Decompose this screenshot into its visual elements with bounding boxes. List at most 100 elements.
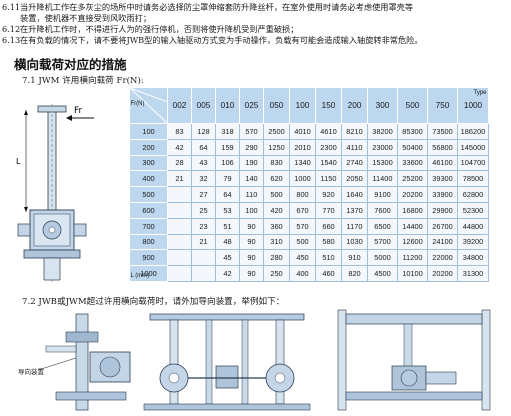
load-value-cell: 52300 xyxy=(457,201,489,219)
load-value-cell: 42 xyxy=(167,138,192,156)
type-header: 200 xyxy=(341,87,368,124)
type-header: 500 xyxy=(397,87,428,124)
load-value-cell: 90 xyxy=(239,249,264,267)
allowable-lateral-load-table: Type Fr(N) L (mm) 002 005 010 025 050 10… xyxy=(129,87,489,282)
load-value-cell xyxy=(167,249,192,267)
force-label: Fr xyxy=(74,106,83,116)
load-value-cell: 23 xyxy=(191,217,216,235)
load-value-cell: 140 xyxy=(239,170,264,188)
load-value-cell: 7600 xyxy=(367,201,398,219)
load-value-cell: 1250 xyxy=(263,138,290,156)
load-value-cell: 15300 xyxy=(367,154,398,172)
load-value-cell: 620 xyxy=(263,170,290,188)
load-value-cell: 145000 xyxy=(457,138,489,156)
load-value-cell: 10100 xyxy=(397,265,428,282)
load-value-cell: 570 xyxy=(239,123,264,140)
load-value-cell: 43 xyxy=(191,154,216,172)
load-value-cell: 44800 xyxy=(457,217,489,235)
load-value-cell: 39300 xyxy=(427,170,458,188)
notes-block: 6.11当升降机工作在多灰尘的场所中时请务必选择防尘罩伸缩套防升降丝杆，在室外使… xyxy=(2,2,509,46)
note-line: 6.13在有负载的情况下，请不要将JWB型的输入轴驱动方式变为手动操作，负载有可… xyxy=(2,35,423,45)
load-value-cell: 4500 xyxy=(367,265,398,282)
load-value-cell: 5700 xyxy=(367,233,398,251)
load-value-cell: 23000 xyxy=(367,138,398,156)
load-value-cell: 25200 xyxy=(397,170,428,188)
length-cell: 900 xyxy=(129,249,168,267)
load-value-cell: 27 xyxy=(191,186,216,203)
guide-example-3-diagram xyxy=(337,309,491,411)
guide-subtitle: 7.2 JWB或JWM超过许用横向载荷时，请外加导向装置，举例如下： xyxy=(22,297,285,307)
length-cell: 300 xyxy=(129,154,168,172)
load-value-cell: 830 xyxy=(263,154,290,172)
load-value-cell xyxy=(167,265,192,282)
load-value-cell: 31300 xyxy=(457,265,489,282)
load-value-cell: 51 xyxy=(215,217,240,235)
section-title: 横向载荷对应的措施 xyxy=(14,57,127,72)
load-value-cell: 16800 xyxy=(397,201,428,219)
load-value-cell: 21 xyxy=(191,233,216,251)
load-value-cell: 48 xyxy=(215,233,240,251)
load-value-cell: 500 xyxy=(263,186,290,203)
load-value-cell xyxy=(167,201,192,219)
table-subtitle: 7.1 JWM 许用横向载荷 Fr(N): xyxy=(22,76,144,86)
length-cell: 400 xyxy=(129,170,168,188)
load-value-cell: 670 xyxy=(289,201,316,219)
load-value-cell xyxy=(167,217,192,235)
type-header: 050 xyxy=(263,87,290,124)
load-value-cell: 2300 xyxy=(315,138,342,156)
load-value-cell xyxy=(191,249,216,267)
load-value-cell: 29900 xyxy=(427,201,458,219)
length-cell: 700 xyxy=(129,217,168,235)
load-value-cell: 820 xyxy=(341,265,368,282)
load-value-cell: 62800 xyxy=(457,186,489,203)
length-cell: 800 xyxy=(129,233,168,251)
load-value-cell: 14400 xyxy=(397,217,428,235)
length-cell: 600 xyxy=(129,201,168,219)
type-header: 1000 xyxy=(457,87,489,124)
load-value-cell: 32 xyxy=(191,170,216,188)
load-value-cell: 12600 xyxy=(397,233,428,251)
load-value-cell: 79 xyxy=(215,170,240,188)
guide-device-caption: 导向装置 xyxy=(18,368,44,376)
load-value-cell: 318 xyxy=(215,123,240,140)
load-value-cell: 39200 xyxy=(457,233,489,251)
load-value-cell xyxy=(167,233,192,251)
load-value-cell: 580 xyxy=(315,233,342,251)
table-corner-header: Type Fr(N) L (mm) xyxy=(129,87,487,280)
load-value-cell: 4010 xyxy=(289,123,316,140)
load-value-cell: 310 xyxy=(263,233,290,251)
type-header: 010 xyxy=(215,87,240,124)
load-value-cell: 6500 xyxy=(367,217,398,235)
type-header: 150 xyxy=(315,87,342,124)
type-header: 025 xyxy=(239,87,264,124)
load-value-cell: 250 xyxy=(263,265,290,282)
load-value-cell: 64 xyxy=(191,138,216,156)
length-cell: 500 xyxy=(129,186,168,203)
load-value-cell: 42 xyxy=(215,265,240,282)
load-value-cell: 280 xyxy=(263,249,290,267)
load-value-cell: 64 xyxy=(215,186,240,203)
type-header: 750 xyxy=(427,87,458,124)
type-header: 300 xyxy=(367,87,398,124)
load-value-cell: 128 xyxy=(191,123,216,140)
load-value-cell: 660 xyxy=(315,217,342,235)
load-value-cell: 460 xyxy=(315,265,342,282)
guide-example-1-diagram xyxy=(37,313,131,411)
type-header: 002 xyxy=(167,87,192,124)
load-value-cell: 26700 xyxy=(427,217,458,235)
load-value-cell: 920 xyxy=(315,186,342,203)
load-value-cell: 1170 xyxy=(341,217,368,235)
load-value-cell: 90 xyxy=(239,265,264,282)
load-value-cell: 510 xyxy=(315,249,342,267)
load-value-cell: 450 xyxy=(289,249,316,267)
load-value-cell: 21 xyxy=(167,170,192,188)
load-value-cell: 73500 xyxy=(427,123,458,140)
type-header: 100 xyxy=(289,87,316,124)
load-value-cell: 290 xyxy=(239,138,264,156)
load-value-cell: 2740 xyxy=(341,154,368,172)
